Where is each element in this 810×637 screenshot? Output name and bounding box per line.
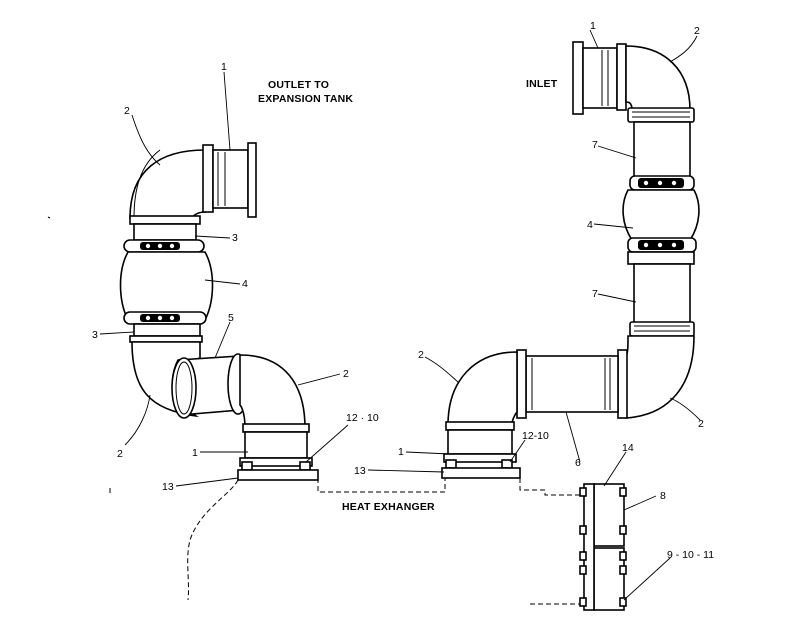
callout-right-upper-tube: 7 <box>592 139 598 151</box>
mounting-bracket <box>579 483 627 611</box>
callout-right-coupling: 4 <box>587 219 593 231</box>
left-gasket <box>237 469 319 481</box>
callout-middle-pipe: 6 <box>575 457 581 469</box>
callout-left-lower-elbow: 2 <box>117 448 123 460</box>
left-mid-elbow <box>239 354 306 429</box>
middle-pipe <box>516 349 628 419</box>
inlet-caption: INLET <box>526 78 558 90</box>
left-adapter <box>239 423 313 471</box>
callout-inlet-elbow: 2 <box>694 25 700 37</box>
heat-exchanger-caption: HEAT EXHANGER <box>342 501 435 513</box>
callout-middle-gasket: 13 <box>354 465 366 477</box>
callout-middle-elbow: 2 <box>418 349 424 361</box>
callout-bracket-bolts: 9 - 10 - 11 <box>667 549 714 561</box>
callout-left-mid-elbow: 2 <box>343 368 349 380</box>
callout-bracket-side: 8 <box>660 490 666 502</box>
middle-adapter <box>443 421 517 469</box>
callout-left-bolts: 12 · 10 <box>346 412 379 424</box>
right-coupling <box>622 189 700 253</box>
callout-middle-bolts: 12-10 <box>522 430 549 442</box>
callout-right-lower-tube: 7 <box>592 288 598 300</box>
callout-left-hose: 5 <box>228 312 234 324</box>
middle-elbow <box>447 351 518 426</box>
callout-left-upper-clamp: 3 <box>232 232 238 244</box>
inlet-flange <box>572 41 627 115</box>
left-hose <box>171 353 249 419</box>
callout-inlet-flange: 1 <box>590 20 596 32</box>
callout-outlet-flange: 1 <box>221 61 227 73</box>
callout-left-lower-clamp: 3 <box>92 329 98 341</box>
right-lower-tube <box>627 251 695 337</box>
left-upper-elbow <box>129 149 206 219</box>
left-lower-clamp <box>123 311 207 343</box>
left-upper-clamp <box>123 215 205 253</box>
callout-bracket-top: 14 <box>622 442 634 454</box>
middle-gasket <box>441 467 521 479</box>
callout-left-gasket: 13 <box>162 481 174 493</box>
leader-lines <box>99 29 701 601</box>
outlet-caption-line2: EXPANSION TANK <box>258 93 353 105</box>
callout-left-adapter: 1 <box>192 447 198 459</box>
left-coupling <box>119 251 214 321</box>
right-lower-elbow <box>625 335 695 419</box>
outlet-caption-line1: OUTLET TO <box>268 79 329 91</box>
callout-left-coupling: 4 <box>242 278 248 290</box>
right-upper-tube <box>627 107 695 191</box>
callout-right-lower-elbow: 2 <box>698 418 704 430</box>
callout-middle-adapter: 1 <box>398 446 404 458</box>
outlet-flange <box>202 142 257 218</box>
callout-left-upper-elbow: 2 <box>124 105 130 117</box>
heat-exchanger-outline <box>47 216 580 605</box>
